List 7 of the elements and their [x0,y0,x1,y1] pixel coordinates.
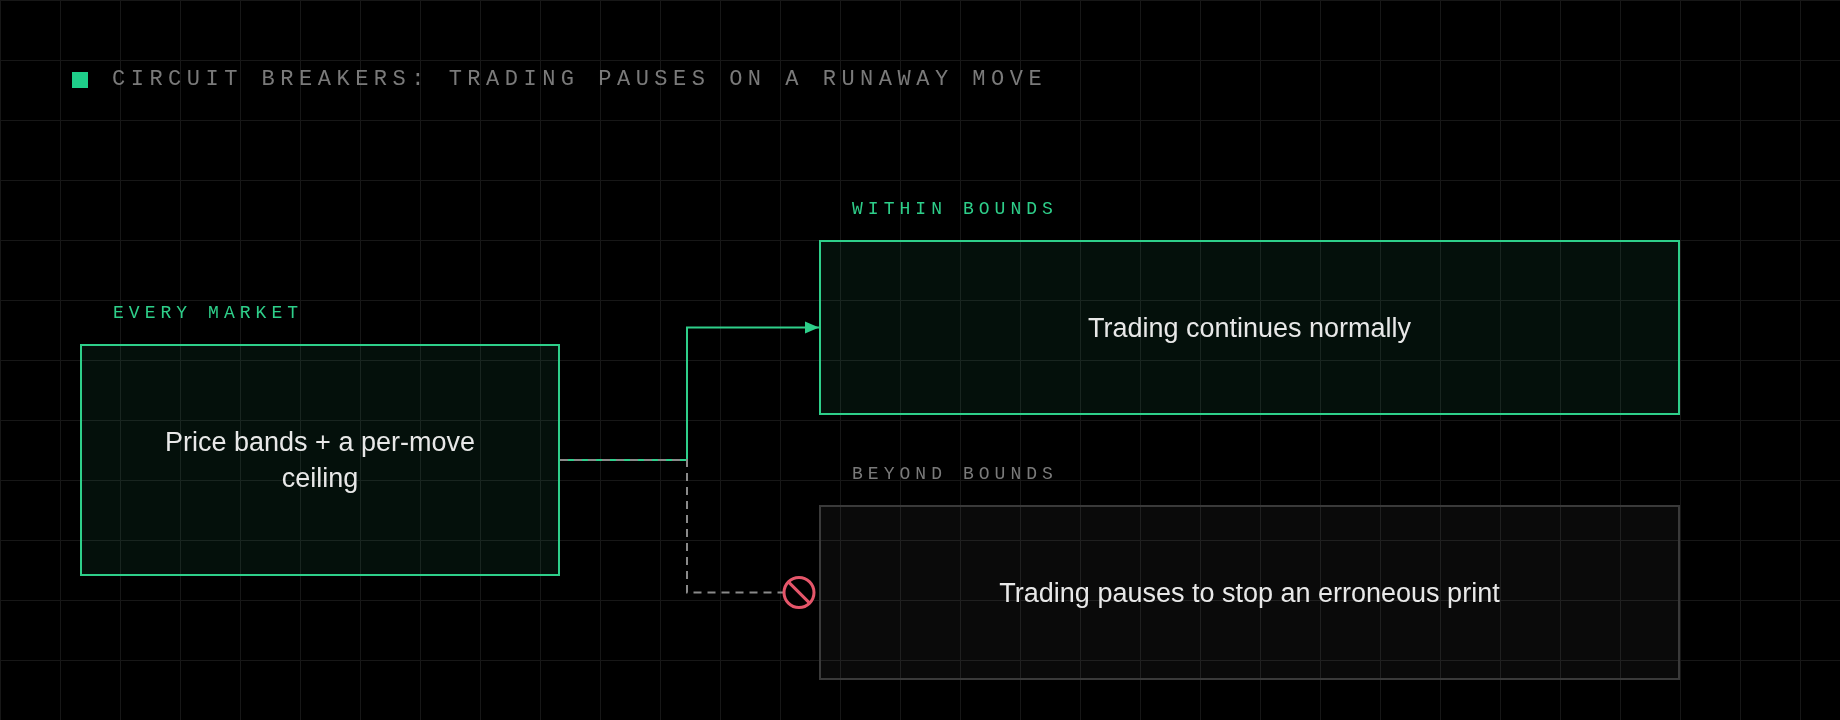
diagram-title: CIRCUIT BREAKERS: TRADING PAUSES ON A RUNAWAY MOVE [112,68,1048,92]
section-label: WITHIN BOUNDS [852,198,1058,221]
box-text: Trading continues normally [1087,311,1412,345]
box-text: Price bands + a per-move ceiling [164,426,476,495]
section-label: BEYOND BOUNDS [852,463,1058,486]
section-label: EVERY MARKET [113,302,304,325]
box-text: Trading pauses to stop an erroneous print [999,576,1500,610]
